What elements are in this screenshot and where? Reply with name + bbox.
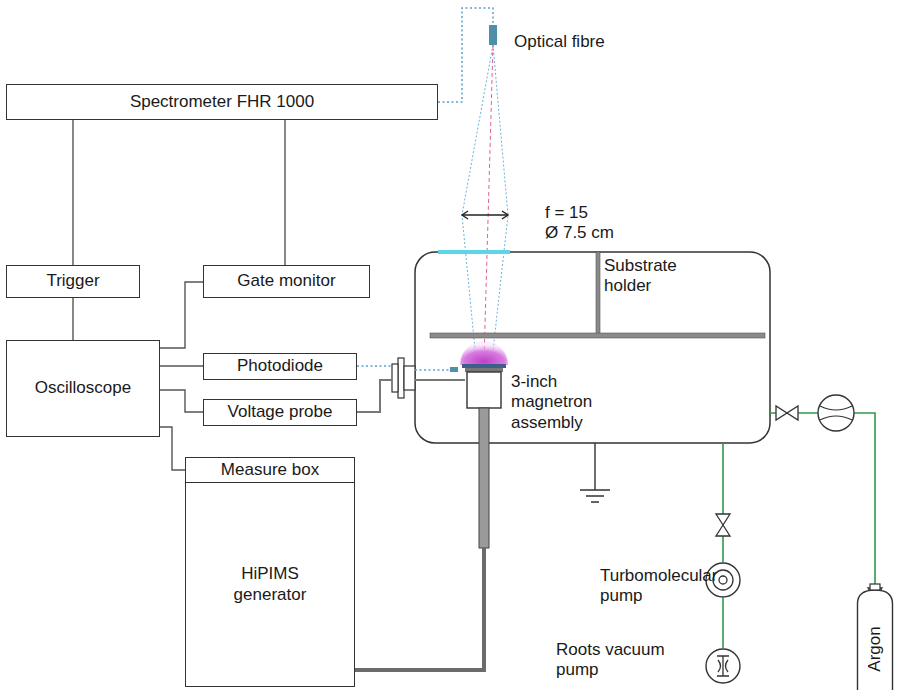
magnetron-stem	[479, 408, 489, 548]
node-label: Gate monitor	[237, 271, 335, 291]
signal-wire	[160, 366, 203, 367]
annotation-label: 3-inch magnetron assembly	[511, 372, 601, 433]
pump-valve	[716, 514, 730, 536]
node-label: HiPIMS generator	[223, 564, 318, 605]
annotation-label: Substrate holder	[604, 256, 694, 297]
trigger-box: Trigger	[6, 265, 140, 298]
flange-plate	[392, 364, 398, 392]
node-label: Measure box	[221, 460, 319, 480]
gas-cylinder: Argon	[856, 582, 894, 690]
optical-axis	[484, 45, 493, 360]
fibre-cable	[438, 8, 493, 102]
pump-line	[722, 443, 724, 562]
sensor-box: Voltage probe	[203, 399, 357, 426]
instrument-box: Spectrometer FHR 1000	[6, 84, 438, 120]
voltage-probe-wire	[357, 380, 465, 412]
hipims-cable	[355, 548, 484, 670]
node-label: Argon	[865, 626, 885, 671]
lens-symbol	[462, 211, 508, 219]
pump-icon	[705, 648, 741, 684]
node-label: Roots vacuum pump	[556, 640, 668, 681]
annotation-label: f = 15	[545, 203, 625, 223]
photodiode-fibre	[357, 366, 452, 370]
node-label: Voltage probe	[228, 402, 333, 422]
signal-wire	[73, 120, 74, 265]
node-label: Spectrometer FHR 1000	[130, 92, 314, 112]
signal-wire	[160, 427, 185, 470]
plasma-glow	[460, 341, 508, 365]
node-label: Turbomolecular pump	[600, 566, 724, 607]
photodiode-probe	[450, 367, 458, 372]
pump-symbol: Turbomolecular pump	[705, 562, 741, 598]
sensor-box: Photodiode	[203, 353, 357, 380]
flow-controller	[818, 395, 854, 431]
annotation-label: Ø 7.5 cm	[545, 223, 635, 243]
node-label: Oscilloscope	[35, 378, 131, 398]
node-label: Photodiode	[237, 356, 323, 376]
flange	[398, 358, 404, 398]
signal-wire	[73, 298, 74, 340]
pump-symbol: Roots vacuum pump	[705, 648, 741, 684]
gas-valve	[776, 406, 798, 420]
instrument-box: Gate monitor	[203, 265, 370, 298]
gas-line	[770, 413, 875, 626]
fibre-end	[489, 25, 497, 45]
feedthrough	[404, 366, 415, 390]
signal-wire	[285, 120, 286, 265]
signal-wire	[160, 282, 203, 348]
holder-rod	[596, 252, 600, 334]
generator-box: HiPIMS generator	[185, 482, 355, 687]
light-cone	[462, 45, 508, 360]
ground-symbol	[580, 443, 610, 502]
signal-wire	[723, 598, 724, 648]
target	[462, 364, 506, 368]
substrate-plate	[430, 333, 765, 338]
node-label: Trigger	[46, 271, 99, 291]
viewport-window	[438, 250, 510, 254]
annotation-label: Optical fibre	[514, 32, 634, 52]
signal-wire	[160, 390, 203, 412]
measure-box: Measure box	[185, 457, 355, 484]
vacuum-chamber	[415, 252, 770, 443]
magnetron-body	[467, 372, 501, 408]
oscilloscope-box: Oscilloscope	[6, 340, 160, 437]
